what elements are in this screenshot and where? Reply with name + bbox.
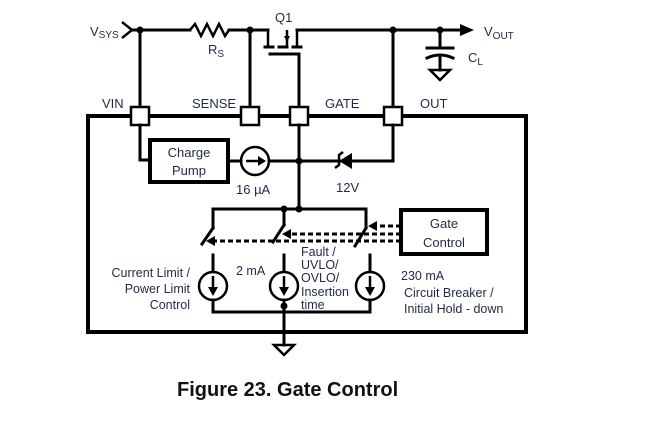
right-sink-label-1: Circuit Breaker / xyxy=(404,286,494,300)
mid-sink-label-4: Insertion xyxy=(301,285,349,299)
pin-sense xyxy=(239,105,261,127)
pump-current-label: 16 µA xyxy=(236,182,271,197)
charge-pump-label-2: Pump xyxy=(172,163,206,178)
cl-label: CL xyxy=(468,50,483,68)
vin-internal-wire xyxy=(138,123,152,162)
gate-control-block xyxy=(399,208,489,256)
switch-bus xyxy=(211,207,368,230)
pin-gate xyxy=(288,105,310,127)
right-current-label: 230 mA xyxy=(401,269,445,283)
zener-label: 12V xyxy=(336,180,359,195)
pin-label-sense: SENSE xyxy=(192,96,236,111)
sense-resistor xyxy=(189,21,231,39)
mid-sink-label-3: OVLO/ xyxy=(301,271,340,285)
arrow-right-icon xyxy=(258,156,266,166)
left-sink-label-1: Current Limit / xyxy=(112,266,191,280)
charge-pump-label-1: Charge xyxy=(168,145,211,160)
pin-label-gate: GATE xyxy=(325,96,360,111)
mid-sink-label-5: time xyxy=(301,298,325,312)
current-sink-left xyxy=(197,253,229,314)
right-sink-label-2: Initial Hold - down xyxy=(404,302,503,316)
left-sink-label-2: Power Limit xyxy=(125,282,191,296)
switch-mid xyxy=(270,222,287,245)
vout-label: VOUT xyxy=(484,24,514,42)
q1-label: Q1 xyxy=(275,10,292,25)
vsys-label: VSYS xyxy=(90,24,119,41)
figure-caption: Figure 23. Gate Control xyxy=(177,379,398,401)
left-sink-label-3: Control xyxy=(150,298,190,312)
current-sink-right xyxy=(354,253,386,314)
pin-out xyxy=(382,105,404,127)
vout-arrow-icon xyxy=(460,24,474,36)
pin-vin xyxy=(129,105,151,127)
rs-label: RS xyxy=(208,42,224,60)
gate-control-label-1: Gate xyxy=(430,216,458,231)
mid-sink-label-2: UVLO/ xyxy=(301,258,339,272)
pin-label-out: OUT xyxy=(420,96,448,111)
vsys-terminal: VSYS xyxy=(90,21,135,41)
mid-sink-label-1: Fault / xyxy=(301,245,336,259)
ground-icon xyxy=(270,343,298,357)
zener-diode-12v xyxy=(334,151,352,169)
load-capacitor: CL xyxy=(425,28,483,82)
pin-label-vin: VIN xyxy=(102,96,124,111)
mosfet-q1: Q1 xyxy=(263,10,303,114)
switch-right xyxy=(352,225,369,249)
current-sink-mid xyxy=(268,253,300,314)
switch-left xyxy=(199,225,216,247)
gate-control-label-2: Control xyxy=(423,235,465,250)
mid-current-label: 2 mA xyxy=(236,264,266,278)
ground-icon xyxy=(426,68,454,82)
